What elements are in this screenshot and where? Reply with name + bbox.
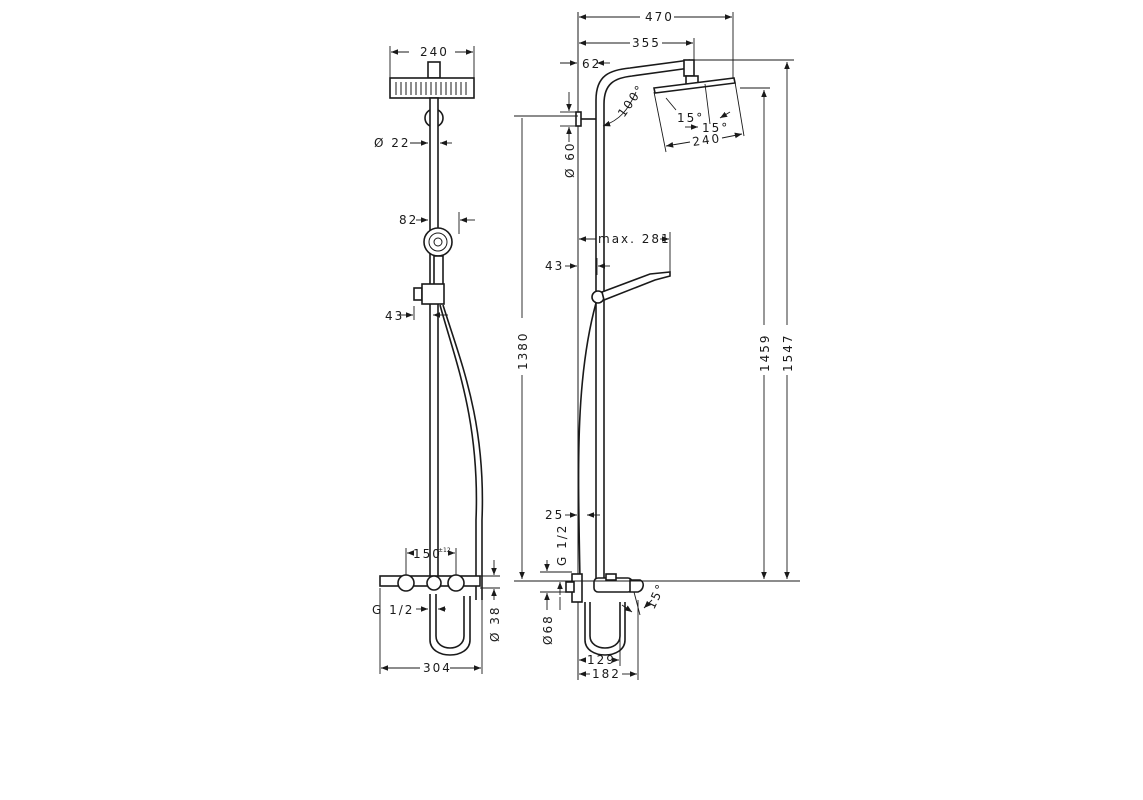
side-bath-mixer bbox=[565, 573, 644, 656]
dim-height-head: 1459 bbox=[758, 333, 772, 372]
dim-head-tilt-right: 15° bbox=[702, 121, 729, 135]
front-thermostat-mixer bbox=[379, 574, 481, 656]
dim-side-connection-thread: G 1/2 bbox=[555, 524, 569, 566]
dim-mixer-diameter: Ø 38 bbox=[488, 605, 502, 642]
dim-side-holder-offset: 43 bbox=[545, 259, 564, 273]
dim-head-width: 240 bbox=[420, 45, 449, 59]
dim-height-bracket: 1380 bbox=[516, 331, 530, 370]
dim-bracket-diameter: Ø 60 bbox=[563, 141, 577, 178]
side-dimensions: 470 355 62 100° 15° 15° 240 bbox=[514, 10, 800, 681]
dim-mixer-spacing-tolerance: ±12 bbox=[438, 547, 451, 554]
dim-mixer-spacing: 150 bbox=[413, 547, 442, 561]
side-overhead-shower bbox=[653, 59, 736, 94]
dim-head-projection: 355 bbox=[632, 36, 661, 50]
dim-holder-offset: 43 bbox=[385, 309, 404, 323]
dim-connection-thread: G 1/2 bbox=[372, 603, 414, 617]
dim-arm-angle: 100° bbox=[615, 81, 648, 119]
side-hand-shower bbox=[591, 271, 671, 304]
front-hand-shower bbox=[413, 227, 453, 305]
dim-pipe-offset: 25 bbox=[545, 508, 564, 522]
dim-spout-angle: 15° bbox=[644, 581, 668, 612]
dim-head-tilt-left: 15° bbox=[677, 111, 704, 125]
dim-handshower-diameter: 82 bbox=[399, 213, 418, 227]
front-overhead-shower bbox=[389, 61, 475, 99]
front-dimensions: 240 Ø 22 82 43 150 ±12 G 1/2 bbox=[372, 45, 502, 675]
dim-wall-bracket-offset: 62 bbox=[582, 57, 601, 71]
dim-mixer-depth: 129 bbox=[587, 653, 616, 667]
dim-side-head-width: 240 bbox=[691, 131, 722, 149]
front-view: 240 Ø 22 82 43 150 ±12 G 1/2 bbox=[372, 45, 502, 675]
dim-escutcheon-diameter: Ø68 bbox=[541, 614, 555, 645]
dim-mixer-width: 304 bbox=[423, 661, 452, 675]
dim-spout-projection: 182 bbox=[592, 667, 621, 681]
dim-total-projection: 470 bbox=[645, 10, 674, 24]
dim-height-total: 1547 bbox=[781, 333, 795, 372]
dim-handshower-reach: max. 281 bbox=[598, 232, 671, 246]
side-view: 470 355 62 100° 15° 15° 240 bbox=[514, 10, 800, 681]
dim-pipe-diameter: Ø 22 bbox=[374, 136, 411, 150]
